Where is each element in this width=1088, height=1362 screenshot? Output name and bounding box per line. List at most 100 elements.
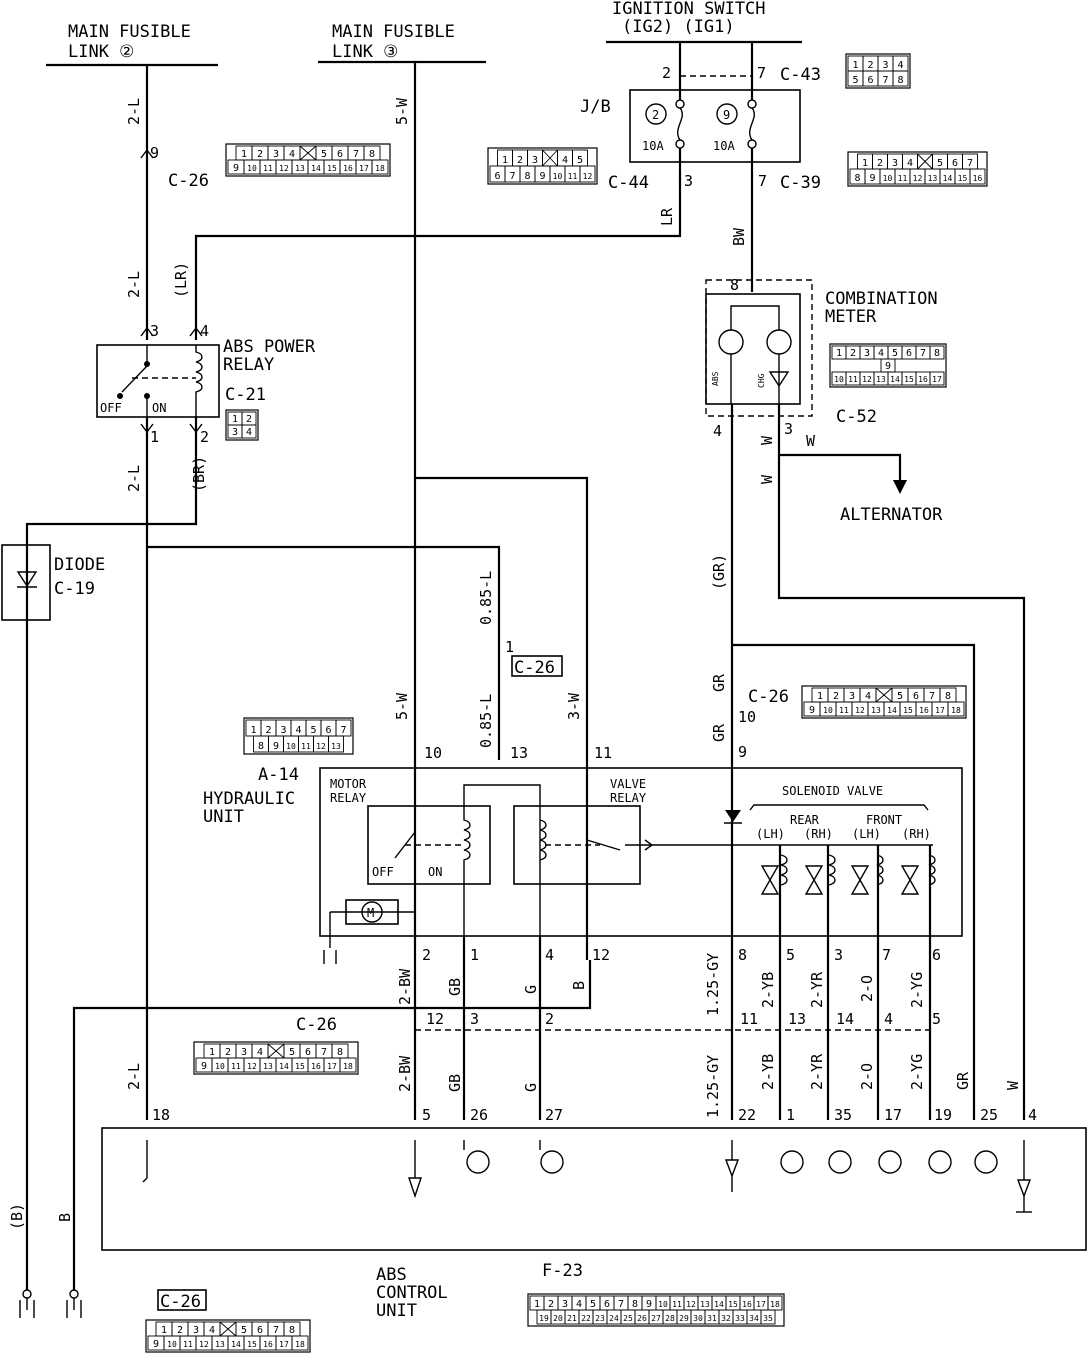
c44-label: C-44 — [608, 173, 649, 193]
relay-pin-1: 1 — [150, 428, 159, 446]
ground-symbol-motor — [323, 950, 337, 964]
ecu-pin-27: 27 — [545, 1106, 563, 1124]
connector-pin-number: 4 — [865, 691, 871, 702]
connector-pin-number: 3 — [562, 1299, 568, 1310]
c26-pin-9: 9 — [150, 144, 159, 162]
hydraulic-unit-box — [319, 767, 963, 937]
svg-text:LINK ③: LINK ③ — [332, 42, 398, 62]
wire-label-lr: LR — [658, 207, 676, 226]
c26-pin-11: 11 — [740, 1010, 758, 1028]
connector-pin-number: 3 — [864, 348, 870, 359]
motor-relay-box — [367, 805, 491, 885]
connector-pin-number: 7 — [273, 1325, 279, 1336]
svg-text:MAIN FUSIBLE: MAIN FUSIBLE — [68, 22, 191, 42]
hu-pin-1: 1 — [470, 946, 479, 964]
solenoid-front: FRONT — [866, 813, 902, 827]
svg-text:COMBINATION: COMBINATION — [825, 289, 938, 309]
connector-pin-number: 3 — [849, 691, 855, 702]
connector-pin-number: 9 — [273, 741, 279, 752]
solenoid-rear: REAR — [790, 813, 820, 827]
connector-pin-number: 11 — [848, 375, 858, 384]
connector-cell — [947, 701, 965, 717]
wire-label-2l-1: 2-L — [125, 98, 143, 125]
wire-label-gr-paren: (GR) — [710, 554, 728, 590]
wire-gr-branch — [732, 643, 976, 1120]
svg-text:RELAY: RELAY — [330, 791, 367, 805]
fuse-terminal — [747, 99, 757, 109]
connector-arrow — [189, 326, 203, 337]
solenoid-rear-lh: (LH) — [756, 827, 785, 841]
connector-pin-number: 13 — [871, 706, 881, 715]
connector-pin-number: 12 — [279, 164, 289, 173]
fuse-left-number-circle — [645, 103, 667, 125]
ground-symbol-left-2 — [66, 1289, 82, 1318]
hu-pin-11: 11 — [594, 744, 612, 762]
connector-pin-number: 12 — [855, 706, 865, 715]
solenoid-valve-label: SOLENOID VALVE — [782, 784, 883, 798]
meter-chg-label: CHG — [757, 373, 766, 388]
c26-label-top: C-26 — [168, 171, 209, 191]
connector-pin-number: 16 — [919, 706, 929, 715]
connector-pin-number: 8 — [524, 171, 530, 182]
connector-pin-number: 13 — [876, 375, 886, 384]
connector-pin-number: 7 — [882, 75, 888, 86]
hu-internal-bus — [463, 784, 541, 960]
connector-pin-number: 18 — [770, 1300, 780, 1309]
connector-pin-number: 33 — [735, 1314, 745, 1323]
valve-relay-label: VALVE RELAY — [610, 777, 647, 805]
connector-pin-number: 4 — [257, 1047, 263, 1058]
connector-cell — [291, 1335, 309, 1351]
connector-pin-number: 8 — [289, 1325, 295, 1336]
wire-label-gb-2: GB — [446, 1074, 464, 1092]
connector-pin-number: 29 — [679, 1314, 689, 1323]
wire-label-gr-1: GR — [710, 673, 728, 692]
ecu-internal-symbols — [142, 1140, 1032, 1213]
connector-pin-number: 4 — [209, 1325, 215, 1336]
fuse-left-symbol — [677, 107, 683, 141]
connector-pin-number: 8 — [337, 1047, 343, 1058]
connector-pin-number: 9 — [153, 1339, 159, 1350]
connector-pin-number: 7 — [967, 158, 973, 169]
connector-pin-number: 24 — [609, 1314, 619, 1323]
connector-arrow — [140, 326, 154, 337]
connector-pin-number: 23 — [595, 1314, 605, 1323]
svg-text:LINK ②: LINK ② — [68, 42, 134, 62]
connector-pin-number: 7 — [353, 149, 359, 160]
connector-pin-number: 31 — [707, 1314, 717, 1323]
hu-pin-9: 9 — [738, 743, 747, 761]
connector-pin-number: 6 — [913, 691, 919, 702]
ecu-pin-5: 5 — [422, 1106, 431, 1124]
main-fusible-link-3-label: MAIN FUSIBLE LINK ③ — [332, 22, 455, 62]
connector-pin-number: 17 — [932, 375, 942, 384]
wire-label-2o-1: 2-O — [858, 975, 876, 1002]
relay-pin-2: 2 — [200, 428, 209, 446]
hydraulic-unit-label: HYDRAULIC UNIT — [203, 789, 295, 827]
connector-pin-number: 18 — [375, 164, 385, 173]
c26-pin-12: 12 — [426, 1010, 444, 1028]
wire-label-b-paren: (B) — [8, 1203, 26, 1230]
connector-pin-number: 3 — [273, 149, 279, 160]
connector-pin-number: 11 — [672, 1300, 682, 1309]
main-fusible-link-2-label: MAIN FUSIBLE LINK ② — [68, 22, 191, 62]
connector-pin-number: 6 — [305, 1047, 311, 1058]
c21-label: C-21 — [225, 385, 266, 405]
jb-pin-2: 2 — [662, 64, 671, 82]
connector-cell — [328, 735, 344, 753]
c26-pin-2: 2 — [545, 1010, 554, 1028]
connector-pin-number: 10 — [823, 706, 833, 715]
connector-pin-number: 8 — [632, 1299, 638, 1310]
connector-pin-number: 6 — [906, 348, 912, 359]
motor-relay-on: ON — [428, 865, 442, 879]
connector-pin-number: 5 — [289, 1047, 295, 1058]
hu-pin-12: 12 — [592, 946, 610, 964]
connector-pin-number: 2 — [833, 691, 839, 702]
connector-pin-number: 10 — [834, 375, 844, 384]
relay-contact-dot — [117, 393, 123, 399]
c26-label-bottom: C-26 — [160, 1292, 201, 1312]
abs-power-relay-box — [96, 344, 220, 418]
connector-pin-number: 14 — [231, 1340, 241, 1349]
connector-pin-number: 3 — [232, 427, 238, 438]
f23-label: F-23 — [542, 1261, 583, 1281]
connector-pin-number: 8 — [258, 741, 264, 752]
